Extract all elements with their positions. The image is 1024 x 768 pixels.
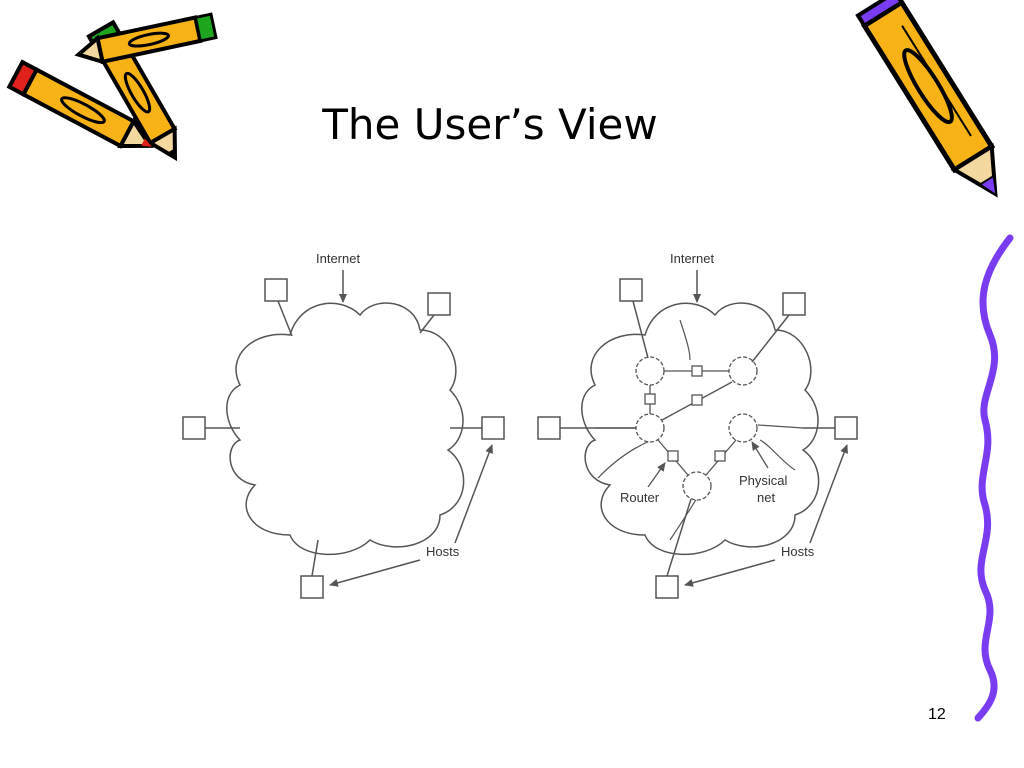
host-box	[481, 416, 505, 440]
internet-label: Internet	[316, 251, 360, 266]
router-box	[667, 450, 679, 462]
physical-net-label-line2: net	[757, 490, 775, 505]
router-box	[691, 394, 703, 406]
right-diagram: Internet Router Physical net Hosts	[537, 251, 858, 599]
internet-label: Internet	[670, 251, 714, 266]
host-box	[655, 575, 679, 599]
router-label: Router	[620, 490, 660, 505]
host-box	[619, 278, 643, 302]
router-box	[644, 393, 656, 405]
host-box	[182, 416, 206, 440]
page-title: The User’s View	[322, 100, 658, 149]
left-diagram: Internet Hosts	[182, 251, 505, 599]
host-box	[264, 278, 288, 302]
hosts-label: Hosts	[781, 544, 815, 559]
host-box	[300, 575, 324, 599]
host-box	[834, 416, 858, 440]
page-number: 12	[928, 706, 946, 723]
host-box	[537, 416, 561, 440]
host-box	[782, 292, 806, 316]
internet-cloud	[226, 302, 465, 556]
physical-net-label: Physical	[739, 473, 788, 488]
router-box	[714, 450, 726, 462]
hosts-label: Hosts	[426, 544, 460, 559]
host-box	[427, 292, 451, 316]
router-box	[691, 365, 703, 377]
